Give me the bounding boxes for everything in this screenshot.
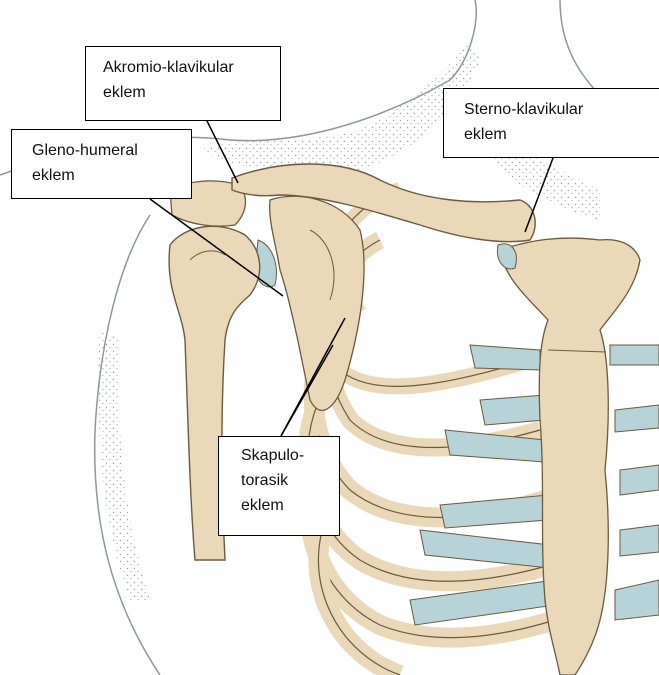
label-skapulo-torasik-eklem: Skapulo- torasik eklem: [218, 436, 340, 536]
label-text-line: eklem: [32, 163, 191, 188]
label-text-line: Skapulo-: [241, 443, 339, 468]
label-text-line: Akromio-klavikular: [103, 55, 280, 80]
label-text-line: eklem: [241, 493, 339, 518]
label-sterno-klavikular-eklem: Sterno-klavikular eklem: [443, 88, 659, 158]
label-akromio-klavikular-eklem: Akromio-klavikular eklem: [85, 46, 281, 121]
label-text-line: Sterno-klavikular: [464, 97, 659, 122]
label-text-line: eklem: [103, 80, 280, 105]
label-text-line: torasik: [241, 468, 339, 493]
label-text-line: Gleno-humeral: [32, 138, 191, 163]
label-gleno-humeral-eklem: Gleno-humeral eklem: [11, 129, 192, 199]
label-text-line: eklem: [464, 122, 659, 147]
shading-arm: [98, 330, 150, 600]
